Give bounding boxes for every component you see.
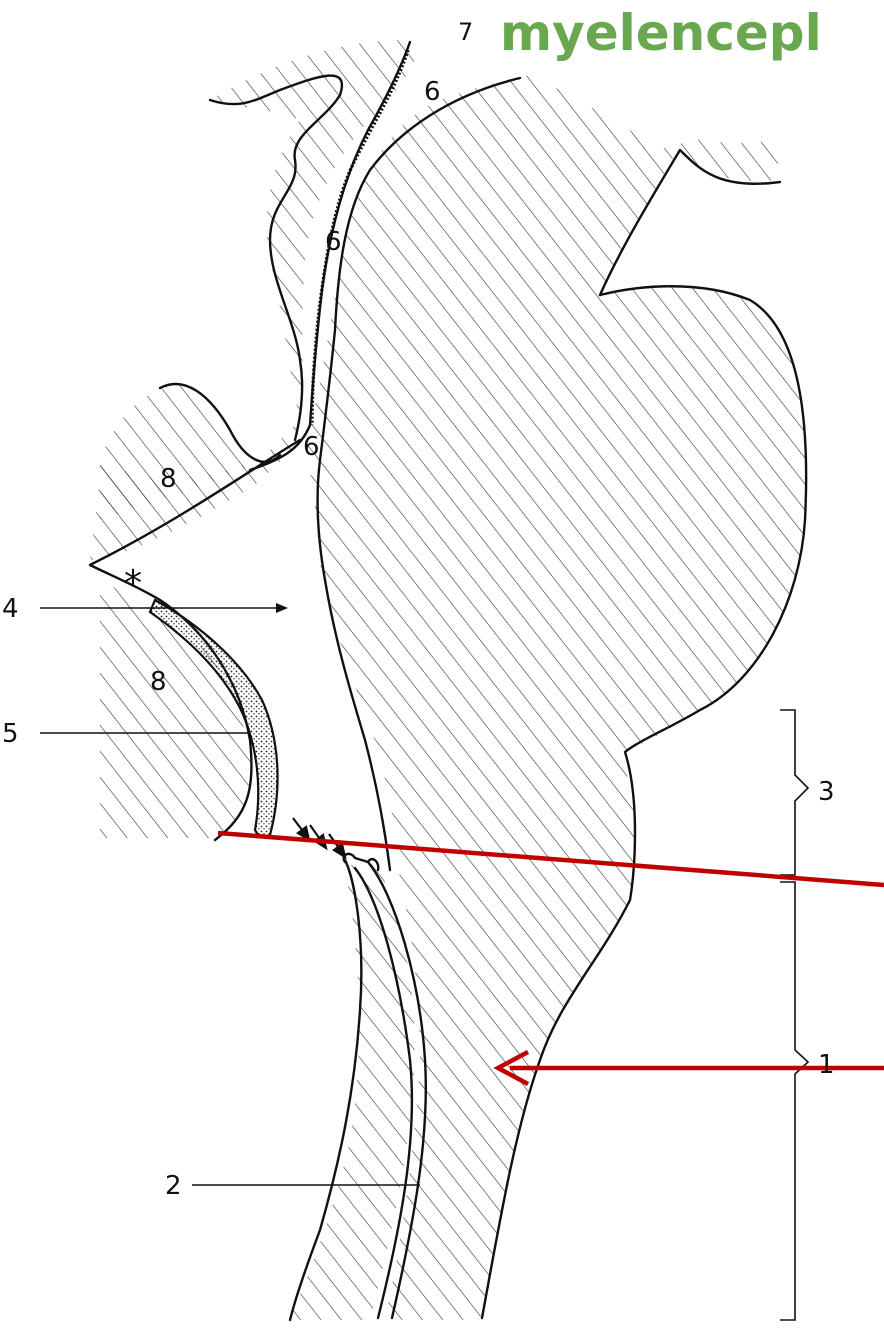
label-asterisk: * — [124, 563, 142, 604]
label-five: 5 — [2, 719, 19, 749]
bracket-1 — [780, 882, 808, 1320]
label-three: 3 — [818, 777, 835, 807]
label-six-low: 6 — [303, 432, 320, 462]
lower-left-strip — [290, 863, 415, 1321]
title-number: 7 — [458, 18, 473, 46]
bracket-3 — [780, 710, 808, 875]
label-six-mid: 6 — [325, 227, 342, 257]
label-two: 2 — [165, 1171, 182, 1201]
label-eight-lower: 8 — [150, 667, 167, 697]
label-eight-upper: 8 — [160, 464, 177, 494]
label-one: 1 — [818, 1050, 835, 1080]
label-six-top: 6 — [424, 77, 441, 107]
page-title: myelencepl — [500, 4, 822, 62]
label-four: 4 — [2, 594, 19, 624]
leader-4-arrowhead — [276, 603, 288, 613]
